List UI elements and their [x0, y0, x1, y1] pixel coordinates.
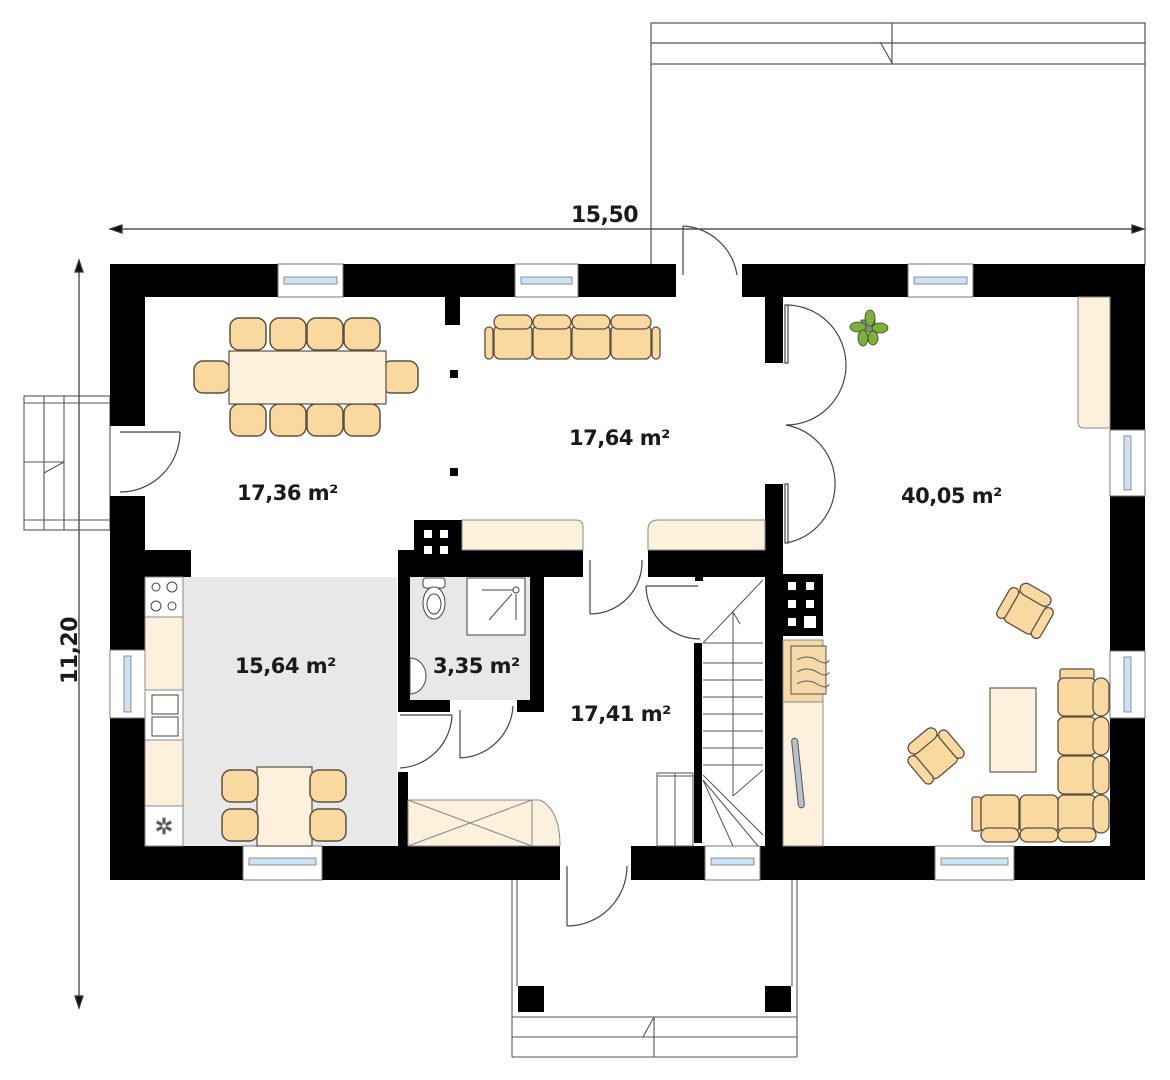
- bathroom-fixtures: [409, 577, 526, 695]
- room-area-hall: 17,64 m²: [569, 426, 670, 450]
- room-area-dining: 17,36 m²: [237, 481, 338, 505]
- plant-icon: [849, 309, 889, 347]
- walls: [110, 264, 1145, 1012]
- width-dimension-label: 15,50: [571, 203, 639, 228]
- room-area-living: 40,05 m²: [901, 484, 1002, 508]
- depth-dimension-label: 11,20: [58, 616, 84, 685]
- room-area-kitchen: 15,64 m²: [235, 654, 336, 678]
- side-steps: [23, 395, 111, 531]
- kitchen-table: [221, 766, 347, 847]
- dining-table: [193, 317, 419, 437]
- room-area-entrance-hall: 17,41 m²: [570, 702, 671, 726]
- hall-benches: [407, 519, 766, 847]
- kitchen-counter: ✲: [144, 576, 184, 847]
- doors: [119, 225, 847, 927]
- living-furniture: [782, 296, 1111, 847]
- svg-text:✲: ✲: [155, 815, 173, 840]
- hall-sofa: [484, 314, 661, 360]
- dimension-width: [108, 224, 1146, 234]
- terrace: [650, 22, 1146, 265]
- dimension-depth: [74, 258, 84, 1010]
- staircase: [656, 579, 764, 847]
- porch: [511, 880, 798, 1058]
- chimney-vents: [424, 530, 816, 628]
- room-area-bathroom: 3,35 m²: [433, 654, 520, 678]
